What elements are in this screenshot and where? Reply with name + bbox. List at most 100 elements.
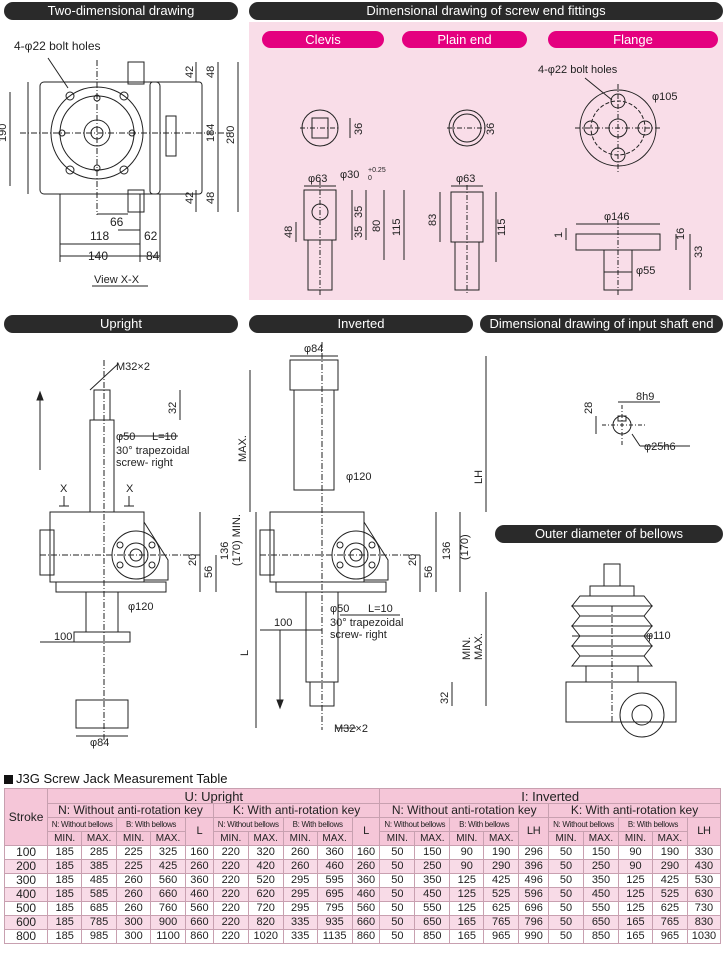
value-cell: 50 xyxy=(379,887,416,902)
value-cell: 250 xyxy=(583,859,619,874)
value-cell: 350 xyxy=(583,873,619,888)
value-cell: 165 xyxy=(449,915,485,930)
inverted-max: MAX. xyxy=(473,633,485,660)
value-cell: 350 xyxy=(414,873,451,888)
upright-50: φ50 xyxy=(116,431,135,443)
value-cell: 425 xyxy=(483,873,520,888)
inverted-84: φ84 xyxy=(304,343,323,355)
value-cell: 220 xyxy=(212,929,249,944)
value-cell: 225 xyxy=(116,845,152,860)
inverted-136: 136 xyxy=(441,542,453,560)
value-cell: 795 xyxy=(316,901,353,916)
min-label: MIN. xyxy=(282,831,318,846)
value-cell: 585 xyxy=(81,887,118,902)
value-cell: 765 xyxy=(483,915,520,930)
value-cell: 260 xyxy=(282,859,318,874)
value-cell: 660 xyxy=(150,887,186,902)
upright-L: L xyxy=(239,650,251,656)
value-cell: 596 xyxy=(518,887,550,902)
min-label: MIN. xyxy=(449,831,485,846)
upright-trap2: screw- right xyxy=(116,457,173,469)
value-cell: 160 xyxy=(185,845,214,860)
value-cell: 260 xyxy=(116,887,152,902)
value-cell: 90 xyxy=(449,859,485,874)
plain-115: 115 xyxy=(496,218,508,236)
inverted-20: 20 xyxy=(407,554,419,566)
inverted-m32: M32×2 xyxy=(334,723,368,735)
value-cell: 860 xyxy=(185,929,214,944)
value-cell: 560 xyxy=(185,901,214,916)
max-label: MAX. xyxy=(150,831,186,846)
i-n-without-bellows: N: Without bellows xyxy=(379,817,451,832)
two-dim-66: 66 xyxy=(110,215,124,229)
value-cell: 425 xyxy=(150,859,186,874)
min-label: MIN. xyxy=(548,831,585,846)
plain-63: φ63 xyxy=(456,173,475,185)
inverted-50: φ50 xyxy=(330,603,349,615)
value-cell: 965 xyxy=(651,929,688,944)
value-cell: 660 xyxy=(351,915,381,930)
header-bellows: Outer diameter of bellows xyxy=(495,525,723,543)
value-cell: 125 xyxy=(617,873,653,888)
value-cell: 300 xyxy=(116,929,152,944)
value-cell: 625 xyxy=(651,901,688,916)
value-cell: 260 xyxy=(116,901,152,916)
value-cell: 50 xyxy=(379,915,416,930)
value-cell: 50 xyxy=(548,887,585,902)
two-dim-118: 118 xyxy=(90,229,109,243)
clevis-36: 36 xyxy=(353,123,365,135)
clevis-80: 80 xyxy=(371,220,383,232)
value-cell: 50 xyxy=(379,845,416,860)
u-n-with-bellows: B: With bellows xyxy=(116,817,186,832)
two-dim-280: 280 xyxy=(225,126,237,144)
value-cell: 985 xyxy=(81,929,118,944)
value-cell: 720 xyxy=(247,901,284,916)
clevis-48: 48 xyxy=(283,226,295,238)
value-cell: 320 xyxy=(247,845,284,860)
flange-33: 33 xyxy=(693,246,705,258)
two-dim-84: 84 xyxy=(146,249,160,263)
flange-bolt: 4-φ22 bolt holes xyxy=(538,64,618,76)
value-cell: 630 xyxy=(686,887,722,902)
inverted-120: φ120 xyxy=(346,471,372,483)
max-label: MAX. xyxy=(414,831,451,846)
inverted-32: 32 xyxy=(439,692,451,704)
upright-120: φ120 xyxy=(128,601,154,613)
value-cell: 385 xyxy=(81,859,118,874)
pill-plain-end: Plain end xyxy=(402,31,527,48)
value-cell: 50 xyxy=(379,859,416,874)
upright-100: 100 xyxy=(54,631,72,643)
stroke-cell: 400 xyxy=(3,887,49,902)
value-cell: 220 xyxy=(212,873,249,888)
minmax-row: MIN.MAX. MIN.MAX. MIN.MAX. MIN.MAX. MIN.… xyxy=(5,831,721,846)
value-cell: 496 xyxy=(518,873,550,888)
header-screw-end: Dimensional drawing of screw end fitting… xyxy=(249,2,723,20)
value-cell: 160 xyxy=(351,845,381,860)
value-cell: 185 xyxy=(47,887,83,902)
u-n-L: L xyxy=(185,817,214,846)
value-cell: 185 xyxy=(47,873,83,888)
header-inverted: Inverted xyxy=(249,315,473,333)
value-cell: 420 xyxy=(247,859,284,874)
min-label: MIN. xyxy=(212,831,249,846)
drawings-canvas: 4-φ22 bolt holes 190 184 280 42 48 42 48… xyxy=(0,39,705,749)
value-cell: 820 xyxy=(247,915,284,930)
value-cell: 830 xyxy=(686,915,722,930)
value-cell: 685 xyxy=(81,901,118,916)
max-label: MAX. xyxy=(81,831,118,846)
upright-l10: L=10 xyxy=(152,431,177,443)
value-cell: 1100 xyxy=(150,929,186,944)
flange-16: 16 xyxy=(675,228,687,240)
value-cell: 220 xyxy=(212,887,249,902)
two-dim-42a: 42 xyxy=(184,66,196,78)
value-cell: 125 xyxy=(449,901,485,916)
inverted-100: 100 xyxy=(274,617,292,629)
value-cell: 396 xyxy=(518,859,550,874)
value-cell: 525 xyxy=(651,887,688,902)
value-cell: 285 xyxy=(81,845,118,860)
value-cell: 360 xyxy=(316,845,353,860)
two-dim-48a: 48 xyxy=(205,66,217,78)
shaft-8h9: 8h9 xyxy=(636,391,654,403)
